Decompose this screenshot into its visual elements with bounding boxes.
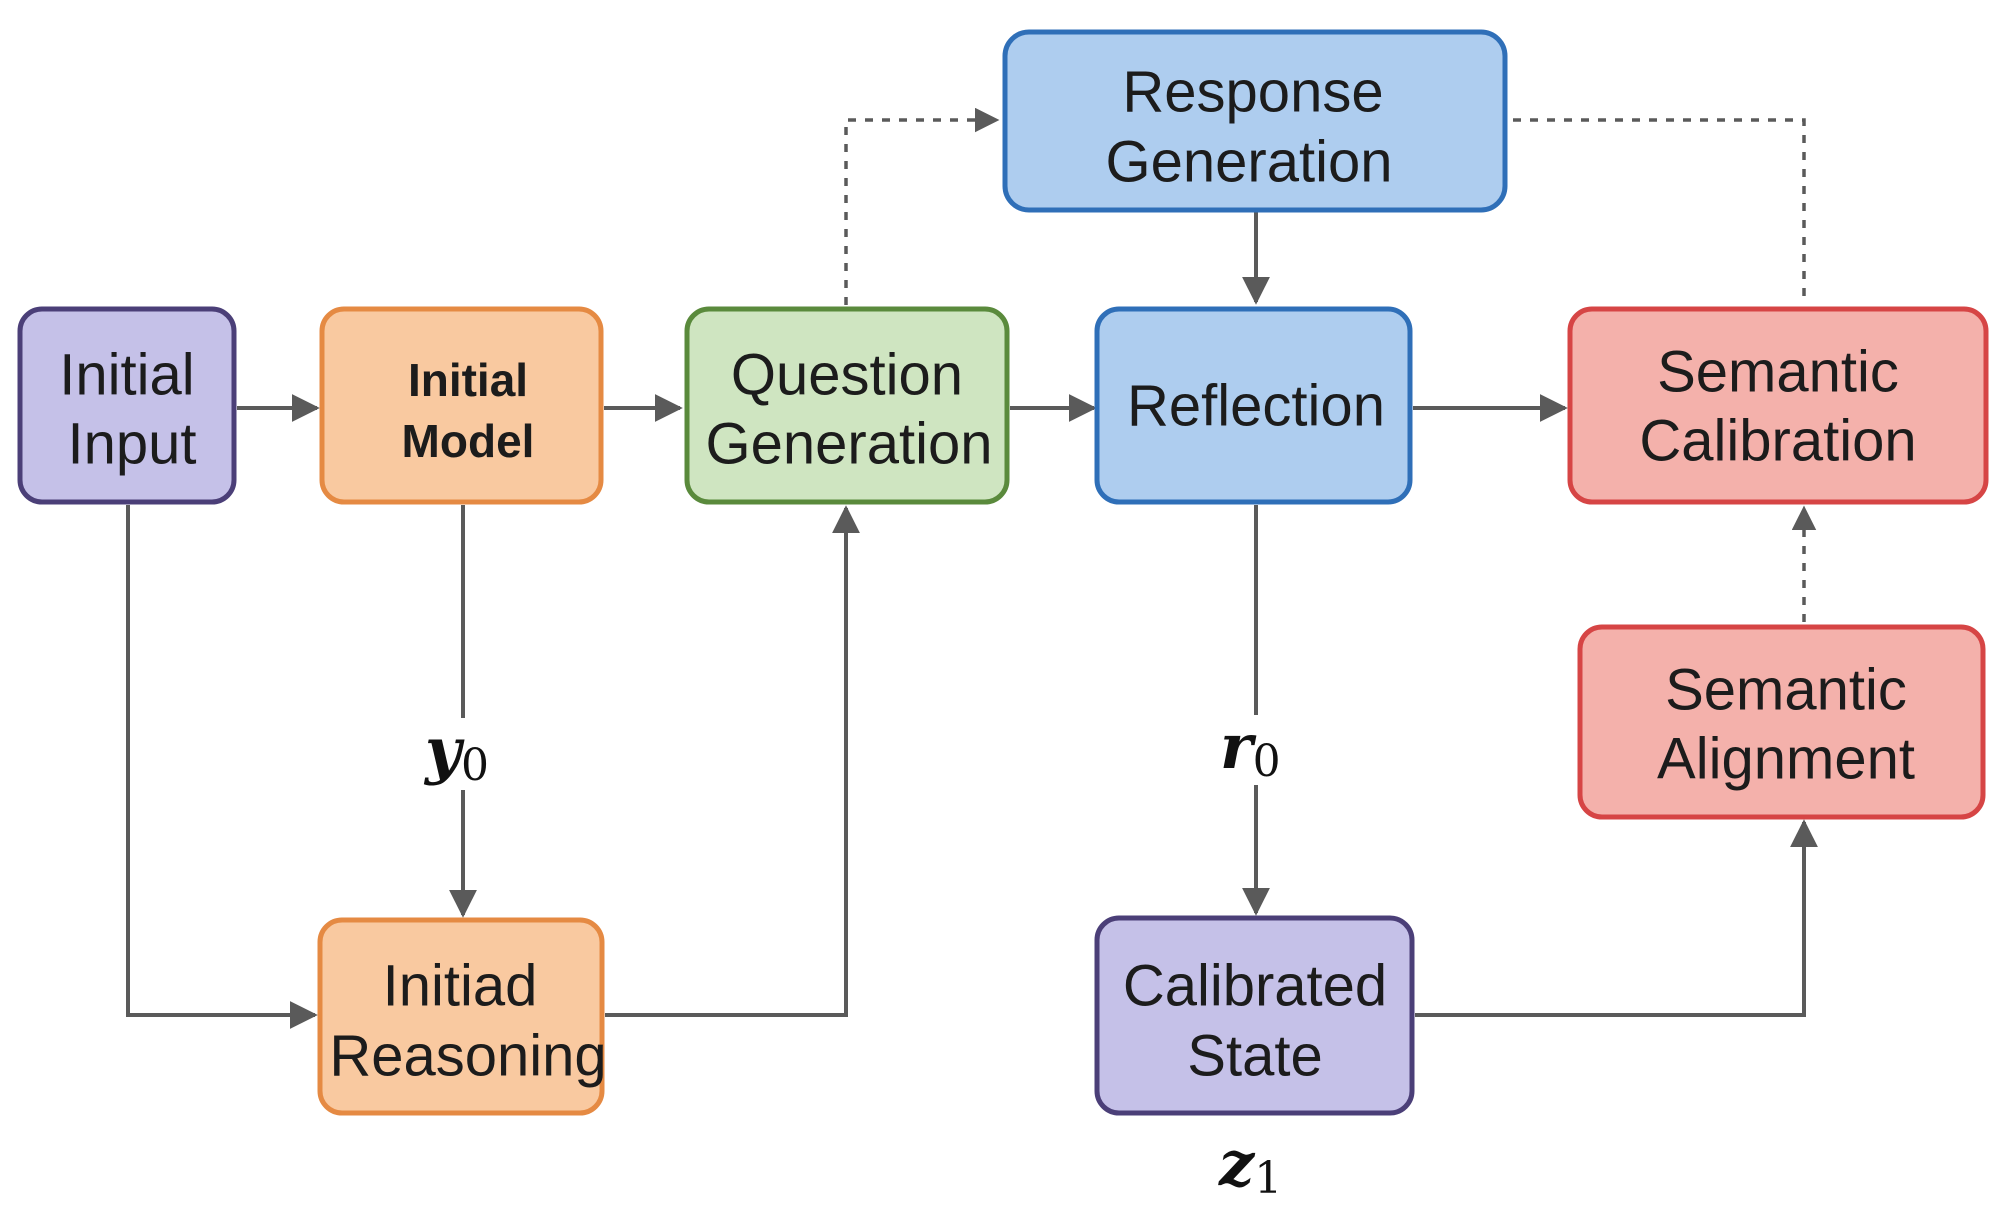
label-z1-main: z (1218, 1127, 1256, 1200)
label-r0-main: r (1220, 710, 1257, 783)
node-calibrated-state: Calibrated State (1094, 915, 1415, 1116)
label-z1: z1 (1218, 1127, 1282, 1204)
label-y0-main: y (423, 714, 465, 787)
edge-state-to-alignment (1415, 819, 1818, 1017)
node-semantic-calibration-line-1: Semantic (1657, 340, 1899, 405)
node-semantic-calibration-line-2: Calibration (1639, 409, 1916, 474)
node-semantic-alignment-line-1: Semantic (1665, 658, 1907, 723)
node-question-generation: Question Generation (684, 306, 1010, 505)
edge-response-to-calibration-dashed (1513, 118, 1806, 305)
edge-question-to-response-dashed (844, 107, 1000, 305)
node-initial-input-line-1: Initial (59, 343, 194, 408)
node-initial-reasoning-line-1: Initiad (383, 954, 538, 1019)
node-initial-reasoning-line-2: Reasoning (329, 1024, 606, 1089)
node-initial-model-line-2: Model (402, 415, 535, 467)
node-reflection: Reflection (1094, 306, 1413, 505)
node-question-generation-line-1: Question (731, 343, 963, 408)
edge-reasoning-to-question (605, 505, 860, 1017)
node-semantic-calibration: Semantic Calibration (1567, 306, 1989, 505)
node-semantic-alignment: Semantic Alignment (1577, 624, 1986, 820)
label-r0-sub: 0 (1253, 736, 1281, 787)
node-initial-model: Initial Model (319, 306, 604, 505)
node-reflection-line-1: Reflection (1127, 374, 1385, 439)
node-response-generation: Response Generation (1002, 29, 1508, 213)
node-initial-model-line-1: Initial (408, 354, 528, 406)
node-response-generation-line-2: Generation (1106, 130, 1393, 195)
label-y0-sub: 0 (461, 740, 489, 791)
label-y0: y0 (423, 714, 489, 791)
node-response-generation-line-1: Response (1122, 60, 1383, 125)
label-z1-sub: 1 (1254, 1153, 1282, 1204)
node-initial-reasoning: Initiad Reasoning (317, 917, 607, 1116)
node-initial-input-line-2: Input (68, 412, 197, 477)
node-calibrated-state-line-1: Calibrated (1123, 954, 1387, 1019)
node-semantic-alignment-line-2: Alignment (1657, 727, 1915, 792)
node-calibrated-state-line-2: State (1187, 1024, 1322, 1089)
node-initial-input: Initial Input (17, 306, 237, 505)
label-r0: r0 (1220, 710, 1281, 787)
node-question-generation-line-2: Generation (706, 412, 993, 477)
edge-input-to-reasoning (126, 505, 318, 1029)
